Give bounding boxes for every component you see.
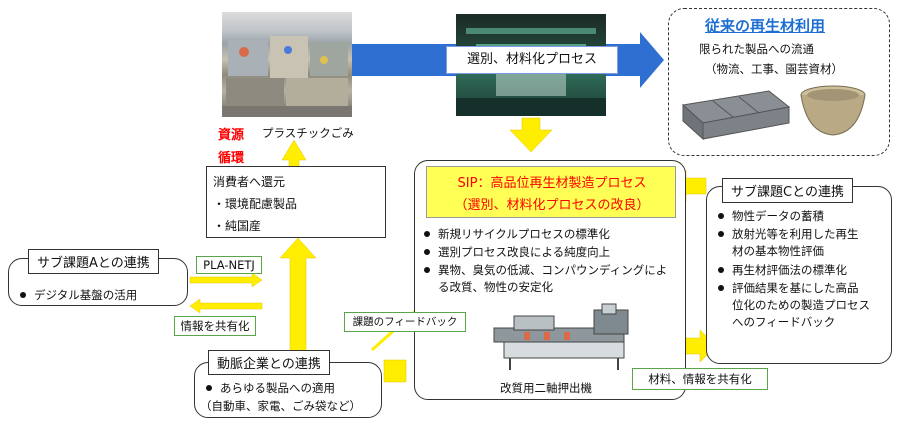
sip-bullet-1: 新規リサイクルプロセスの標準化: [424, 226, 610, 242]
conventional-line2: （物流、工事、園芸資材）: [705, 62, 843, 76]
arterial-title: 動脈企業との連携: [208, 350, 330, 375]
sip-bullet-1-dot: [424, 230, 430, 237]
yellow-arrow-up-consumer: [281, 139, 307, 168]
subtask-c-bullet-1-dot: [718, 212, 724, 219]
sip-bullet-2: 選別プロセス改良による純度向上: [424, 244, 610, 260]
consumer-box: 消費者へ還元 ・環境配慮製品 ・純国産: [206, 166, 386, 238]
extruder-caption: 改質用二軸押出機: [500, 381, 592, 395]
subtask-c-bullet-4-cont2: へのフィードバック: [732, 315, 836, 329]
share-info-label: 情報を共有化: [174, 316, 256, 336]
sip-title-line2: （選別、材料化プロセスの改良）: [454, 198, 650, 213]
consumer-line3: ・純国産: [213, 219, 262, 233]
subtask-c-bullet-2-dot: [718, 230, 724, 237]
arterial-line2: （自動車、家電、ごみ袋など）: [200, 399, 361, 413]
arterial-bullet: あらゆる製品への適用: [206, 380, 335, 396]
consumer-line1: 消費者へ還元: [213, 175, 286, 189]
sip-bullet-3-cont: る改質、物性の安定化: [438, 280, 553, 294]
plastic-waste-caption: プラスチックごみ: [262, 126, 354, 140]
resource-label-2: 循環: [218, 151, 245, 166]
arterial-bullet-dot: [206, 384, 212, 391]
subtask-c-bullet-3-dot: [718, 266, 724, 273]
pallet-illustration: [681, 90, 791, 141]
subtask-a-bullet: デジタル基盤の活用: [20, 287, 137, 303]
consumer-line2: ・環境配慮製品: [213, 197, 298, 211]
sip-bullet-2-dot: [424, 248, 430, 255]
yellow-arrow-pla-right: [189, 272, 263, 288]
conventional-line1: 限られた製品への流通: [699, 42, 814, 56]
subtask-c-bullet-2: 放射光等を利用した再生: [718, 226, 859, 242]
conventional-use-box: 従来の再生材利用 限られた製品への流通 （物流、工事、園芸資材）: [668, 8, 890, 156]
subtask-c-bullet-4: 評価結果を基にした高品: [718, 280, 859, 296]
sip-bullet-3-dot: [424, 266, 430, 273]
yellow-arrow-down-sip: [509, 117, 553, 153]
yellow-arrow-up-arterial: [279, 237, 317, 353]
subtask-a-title: サブ課題Aとの連携: [28, 249, 159, 274]
sip-bullet-3: 異物、臭気の低減、コンパウンディングによ: [424, 262, 667, 278]
twin-screw-extruder-illustration: [493, 303, 629, 370]
yellow-arrow-right-arterial: [383, 359, 407, 383]
yellow-arrow-info-left: [189, 298, 263, 314]
sip-title-line1: SIP：高品位再生材製造プロセス: [457, 176, 647, 191]
resource-label-1: 資源: [218, 128, 245, 143]
subtask-c-title: サブ課題Cとの連携: [722, 178, 853, 203]
subtask-c-box: [706, 186, 892, 364]
sip-title-box: SIP：高品位再生材製造プロセス （選別、材料化プロセスの改良）: [426, 166, 676, 218]
subtask-c-bullet-1: 物性データの蓄積: [718, 208, 824, 224]
subtask-c-bullet-2-cont: 材の基本物性評価: [732, 244, 824, 258]
top-arrow-label: 選別、材料化プロセス: [446, 46, 618, 74]
subtask-c-bullet-3: 再生材評価法の標準化: [718, 262, 847, 278]
subtask-c-bullet-4-dot: [718, 284, 724, 291]
conventional-title: 従来の再生材利用: [705, 17, 826, 35]
subtask-c-bullet-4-cont1: 位化のための製造プロセス: [732, 298, 870, 312]
pla-netj-label: PLA-NETJ: [196, 256, 262, 274]
plastic-waste-photo: [222, 12, 352, 117]
feedback-label: 課題のフィードバック: [344, 312, 466, 332]
share-materials-label: 材料、情報を共有化: [632, 368, 768, 390]
planter-pot-illustration: [800, 85, 866, 136]
subtask-a-bullet-dot: [20, 291, 26, 298]
